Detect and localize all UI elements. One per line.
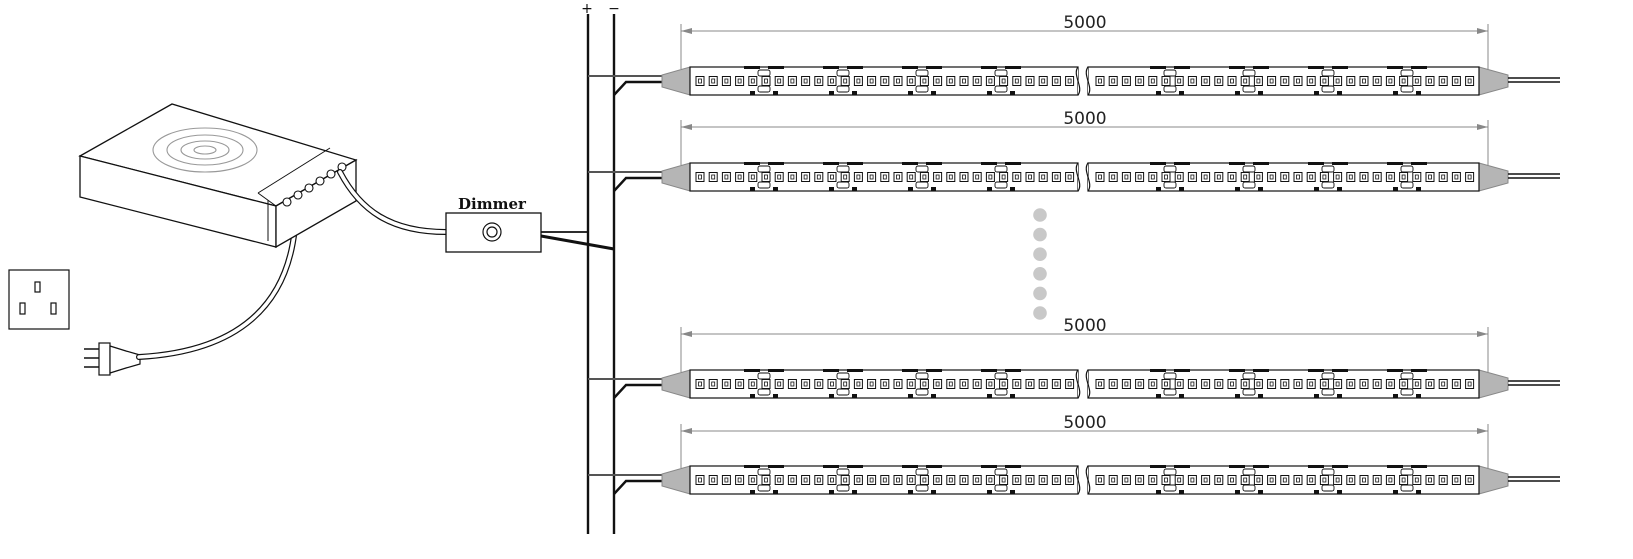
supply-logo-icon xyxy=(152,127,258,173)
continuation-dot xyxy=(1033,267,1047,281)
dimension-line xyxy=(680,120,1489,165)
dimension-line xyxy=(680,24,1489,69)
dimension-line xyxy=(680,327,1489,372)
strip-2-length: 5000 xyxy=(1063,109,1106,129)
led-strip xyxy=(588,120,1560,192)
dimmer: Dimmer xyxy=(445,195,615,253)
dc-output-cable xyxy=(337,169,449,235)
continuation-dot xyxy=(1033,227,1047,242)
led-strip xyxy=(588,327,1560,399)
continuation-dot xyxy=(1033,286,1047,301)
wall-outlet xyxy=(8,269,70,330)
power-plug xyxy=(84,342,141,376)
continuation-dots xyxy=(1033,208,1047,320)
led-strip xyxy=(588,24,1560,96)
strip-3-length: 5000 xyxy=(1063,316,1106,336)
dc-bus: + − xyxy=(581,1,620,534)
power-supply xyxy=(78,103,358,249)
mains-cable xyxy=(136,202,299,360)
negative-label: − xyxy=(608,1,620,17)
dimmer-label: Dimmer xyxy=(458,195,527,213)
positive-label: + xyxy=(581,1,593,17)
strip-4-length: 5000 xyxy=(1063,413,1106,433)
dimmer-knob-icon xyxy=(482,222,502,242)
continuation-dot xyxy=(1033,208,1047,222)
led-strips xyxy=(588,24,1560,495)
continuation-dot xyxy=(1033,247,1047,261)
terminal-screws xyxy=(282,162,347,207)
strip-1-length: 5000 xyxy=(1063,13,1106,33)
dimension-labels: 5000 5000 5000 5000 xyxy=(1063,13,1106,433)
continuation-dot xyxy=(1033,306,1047,320)
dimension-line xyxy=(680,424,1489,468)
led-strip xyxy=(588,424,1560,495)
